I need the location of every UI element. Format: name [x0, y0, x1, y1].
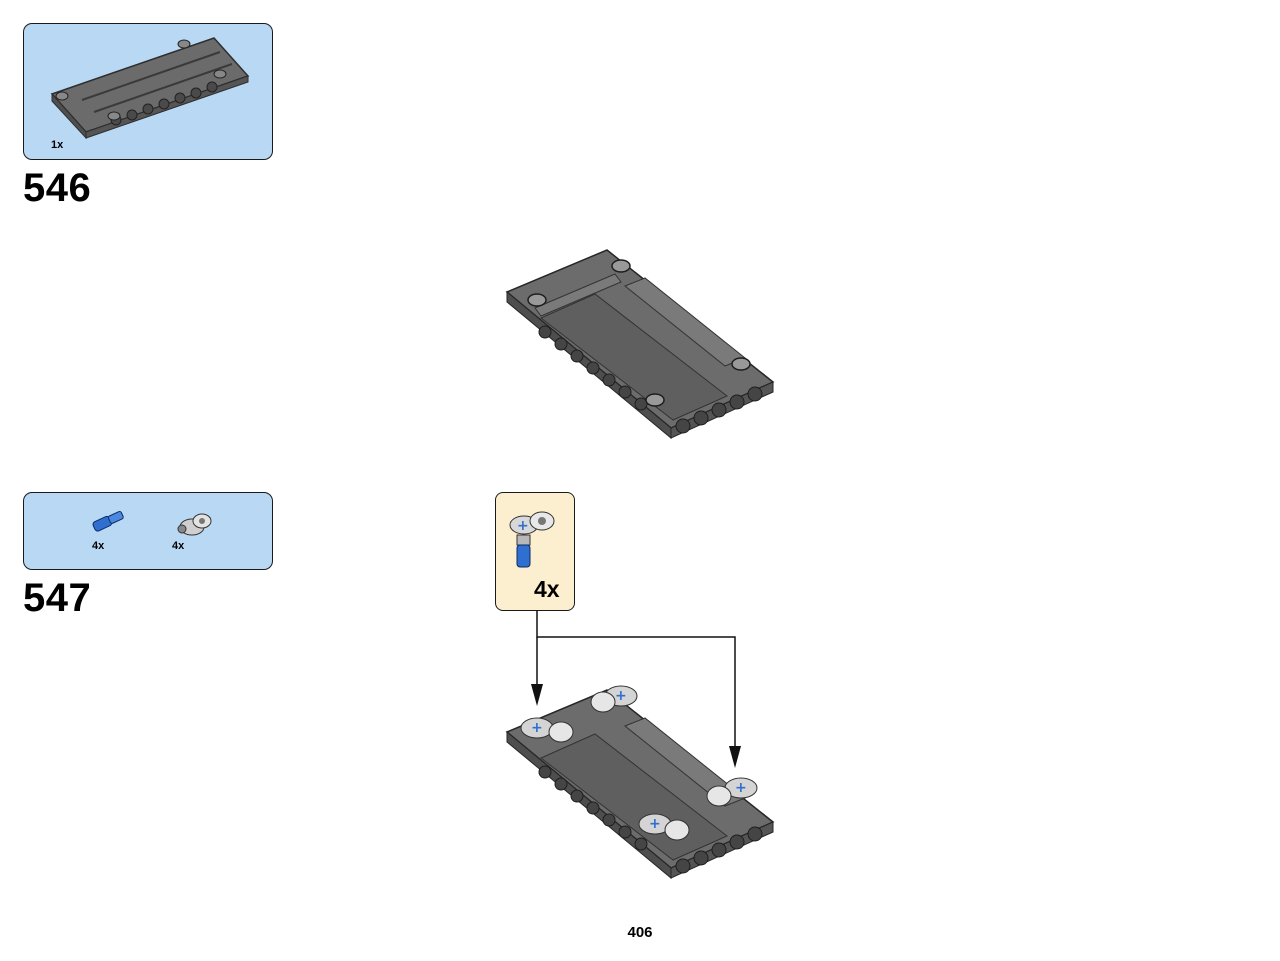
step-546-parts-list: 1x	[23, 23, 273, 160]
svg-text:+: +	[531, 720, 543, 736]
step-number-547: 547	[23, 576, 92, 620]
page-number: 406	[627, 924, 653, 941]
svg-text:+: +	[735, 780, 747, 796]
panel-frame-assembly-546	[505, 249, 775, 440]
part-quantity: 4x	[92, 540, 105, 552]
svg-text:+: +	[615, 688, 627, 704]
part-quantity: 4x	[172, 540, 185, 552]
blue-axle-pin-part-icon	[92, 510, 124, 532]
part-quantity: 1x	[51, 139, 64, 151]
callout-quantity: 4x	[534, 576, 560, 602]
panel-frame-assembly-547: + + + +	[505, 685, 775, 880]
subassembly-callout: + 4x	[495, 492, 575, 611]
connector-with-pin-icon: +	[509, 511, 555, 568]
step-number-546: 546	[23, 166, 92, 210]
panel-frame-part-icon	[50, 37, 250, 140]
arrow-head-icon	[531, 684, 543, 706]
step-547-parts-list: 4x 4x	[23, 492, 273, 570]
svg-text:+: +	[649, 816, 661, 832]
svg-text:+: +	[517, 518, 529, 534]
arrow-head-icon	[729, 746, 741, 768]
placement-arrows	[531, 610, 741, 768]
